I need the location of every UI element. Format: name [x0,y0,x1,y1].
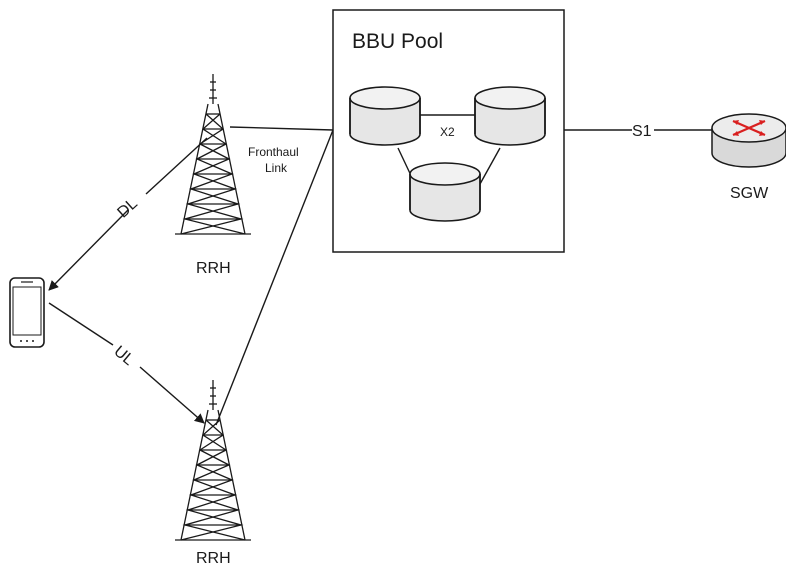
router-icon [711,113,786,168]
rrh-top-label: RRH [196,260,231,277]
cell-tower-icon [174,379,252,541]
fronthaul-label-line2: Link [265,161,288,175]
uplink-arrow-b [139,366,205,424]
server-cylinder-icon [349,86,421,146]
rrh-bottom-label: RRH [196,550,231,567]
fronthaul-label-line1: Fronthaul [248,145,299,159]
uplink-arrow-a [48,302,114,346]
x2-link-right [479,147,501,185]
downlink-arrow-a [145,137,208,195]
fronthaul-link-bottom [215,129,334,426]
fronthaul-link-top [229,126,334,131]
smartphone-icon [9,277,45,348]
bbu-pool-title: BBU Pool [352,30,443,53]
downlink-label: DL [114,195,141,221]
x2-label: X2 [440,125,455,139]
s1-label: S1 [632,123,652,140]
server-cylinder-icon [409,162,481,222]
server-cylinder-icon [474,86,546,146]
uplink-label: UL [110,343,137,369]
sgw-label: SGW [730,185,769,202]
downlink-arrow-b [48,209,129,291]
cell-tower-icon [174,73,252,235]
